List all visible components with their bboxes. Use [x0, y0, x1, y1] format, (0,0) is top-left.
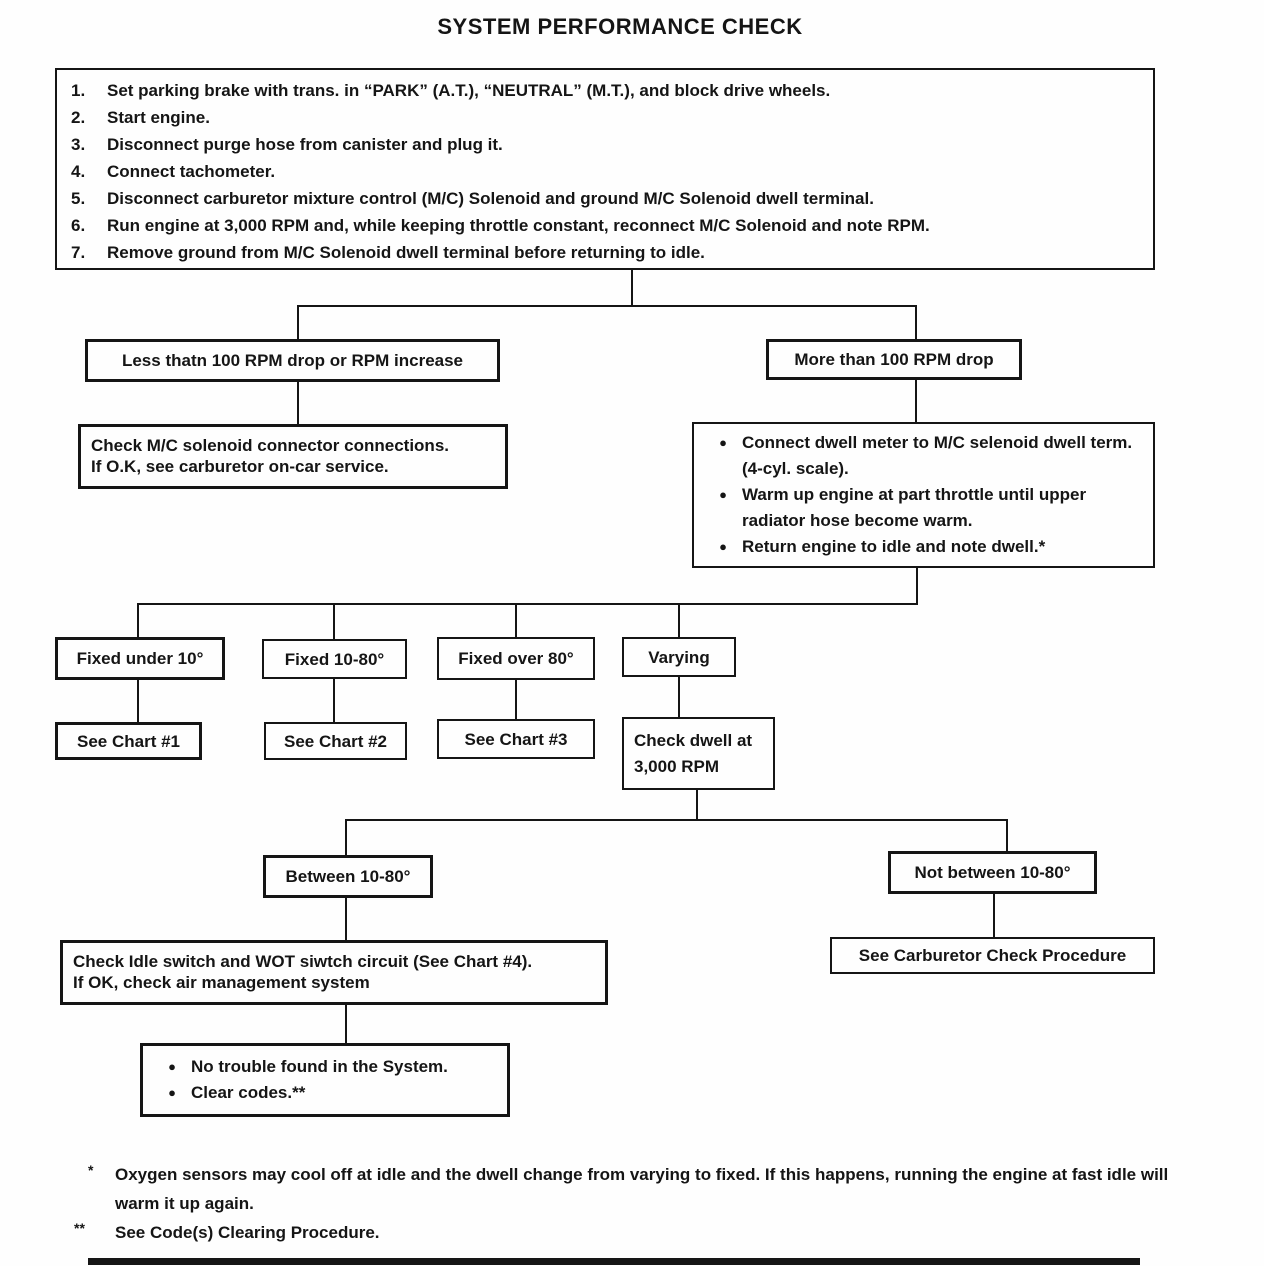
connector-line — [916, 568, 918, 604]
idle-wot-switch-box: Check Idle switch and WOT siwtch circuit… — [60, 940, 608, 1005]
step-number: 5. — [71, 189, 86, 208]
step-text: Remove ground from M/C Solenoid dwell te… — [107, 243, 705, 262]
connector-line — [137, 605, 139, 637]
step-number: 2. — [71, 108, 86, 127]
idle-wot-line1: Check Idle switch and WOT siwtch circuit… — [73, 952, 533, 971]
step-text: Disconnect purge hose from canister and … — [107, 135, 503, 154]
connector-line — [1006, 821, 1008, 851]
procedure-step: 1. Set parking brake with trans. in “PARK… — [67, 81, 1139, 100]
see-chart-1-box: See Chart #1 — [55, 722, 202, 760]
connector-line — [137, 680, 139, 722]
step-text: Set parking brake with trans. in “PARK” … — [107, 81, 831, 100]
footnote-oxygen-sensors: * Oxygen sensors may cool off at idle an… — [88, 1160, 1213, 1218]
bullet-text: Clear codes.** — [191, 1083, 306, 1102]
footnote-text: Oxygen sensors may cool off at idle and … — [115, 1165, 1169, 1213]
check-mc-solenoid-box: Check M/C solenoid connector connections… — [78, 424, 508, 489]
procedure-step: 4. Connect tachometer. — [67, 162, 1139, 181]
check-mc-line2: If O.K, see carburetor on-car service. — [91, 457, 389, 476]
condition-fixed-over-80: Fixed over 80° — [437, 637, 595, 680]
page-title: SYSTEM PERFORMANCE CHECK — [437, 14, 803, 39]
scan-artifact-bar — [88, 1258, 1140, 1265]
bullet-icon: ● — [168, 1085, 176, 1100]
bullet-text: Return engine to idle and note dwell.* — [742, 537, 1046, 556]
check-dwell-3000-box: Check dwell at 3,000 RPM — [622, 717, 775, 790]
bullet-text: Connect dwell meter to M/C selenoid dwel… — [742, 433, 1133, 478]
dwell-meter-steps-box: ● Connect dwell meter to M/C selenoid dwe… — [692, 422, 1155, 568]
step-text: Run engine at 3,000 RPM and, while keepi… — [107, 216, 930, 235]
connector-line — [515, 680, 517, 719]
see-chart-2-box: See Chart #2 — [264, 722, 407, 760]
connector-line — [993, 894, 995, 937]
branch-between-10-80: Between 10-80° — [263, 855, 433, 898]
connector-line — [678, 677, 680, 717]
connector-line — [333, 679, 335, 722]
procedure-step: 2. Start engine. — [67, 108, 1139, 127]
condition-fixed-under-10: Fixed under 10° — [55, 637, 225, 680]
bullet-list-item: ● Warm up engine at part throttle until u… — [704, 482, 1143, 534]
no-trouble-found-box: ● No trouble found in the System. ● Clear … — [140, 1043, 510, 1117]
step-number: 4. — [71, 162, 86, 181]
bullet-list-item: ● No trouble found in the System. — [153, 1054, 497, 1080]
connector-line — [631, 270, 633, 307]
bullet-icon: ● — [168, 1059, 176, 1074]
step-number: 3. — [71, 135, 86, 154]
footnote-code-clearing: ** See Code(s) Clearing Procedure. — [74, 1218, 1174, 1247]
bullet-list-item: ● Connect dwell meter to M/C selenoid dwe… — [704, 430, 1143, 482]
connector-line — [345, 1005, 347, 1043]
procedure-step: 5. Disconnect carburetor mixture control … — [67, 189, 1139, 208]
see-chart-3-box: See Chart #3 — [437, 719, 595, 759]
bullet-icon: ● — [719, 435, 727, 450]
branch-not-between-10-80: Not between 10-80° — [888, 851, 1097, 894]
connector-line — [678, 605, 680, 637]
branch-less-than-100-rpm: Less thatn 100 RPM drop or RPM increase — [85, 339, 500, 382]
connector-line — [297, 307, 299, 339]
connector-line — [696, 790, 698, 820]
carburetor-check-procedure-box: See Carburetor Check Procedure — [830, 937, 1155, 974]
connector-line — [345, 821, 347, 855]
connector-line — [915, 307, 917, 339]
step-number: 1. — [71, 81, 86, 100]
footnote-marker: * — [88, 1162, 94, 1178]
bullet-text: No trouble found in the System. — [191, 1057, 448, 1076]
connector-line — [297, 382, 299, 424]
connector-line — [297, 305, 917, 307]
condition-varying: Varying — [622, 637, 736, 677]
bullet-text: Warm up engine at part throttle until up… — [742, 485, 1087, 530]
bullet-list-item: ● Clear codes.** — [153, 1080, 497, 1106]
bullet-icon: ● — [719, 539, 727, 554]
connector-line — [915, 380, 917, 422]
step-text: Start engine. — [107, 108, 210, 127]
step-text: Connect tachometer. — [107, 162, 276, 181]
step-number: 7. — [71, 243, 86, 262]
procedure-step: 6. Run engine at 3,000 RPM and, while kee… — [67, 216, 1139, 235]
procedure-step: 3. Disconnect purge hose from canister an… — [67, 135, 1139, 154]
connector-line — [345, 898, 347, 940]
footnote-text: See Code(s) Clearing Procedure. — [115, 1223, 380, 1242]
condition-fixed-10-80: Fixed 10-80° — [262, 639, 407, 679]
bullet-list-item: ● Return engine to idle and note dwell.* — [704, 534, 1143, 560]
connector-line — [345, 819, 1008, 821]
step-text: Disconnect carburetor mixture control (M… — [107, 189, 874, 208]
procedure-step: 7. Remove ground from M/C Solenoid dwell … — [67, 243, 1139, 262]
procedure-steps-box: 1. Set parking brake with trans. in “PARK… — [55, 68, 1155, 270]
connector-line — [333, 605, 335, 639]
branch-more-than-100-rpm: More than 100 RPM drop — [766, 339, 1022, 380]
connector-line — [515, 605, 517, 637]
check-mc-line1: Check M/C solenoid connector connections… — [91, 436, 449, 455]
step-number: 6. — [71, 216, 86, 235]
bullet-icon: ● — [719, 487, 727, 502]
idle-wot-line2: If OK, check air management system — [73, 973, 370, 992]
footnote-marker: ** — [74, 1220, 85, 1236]
connector-line — [137, 603, 918, 605]
